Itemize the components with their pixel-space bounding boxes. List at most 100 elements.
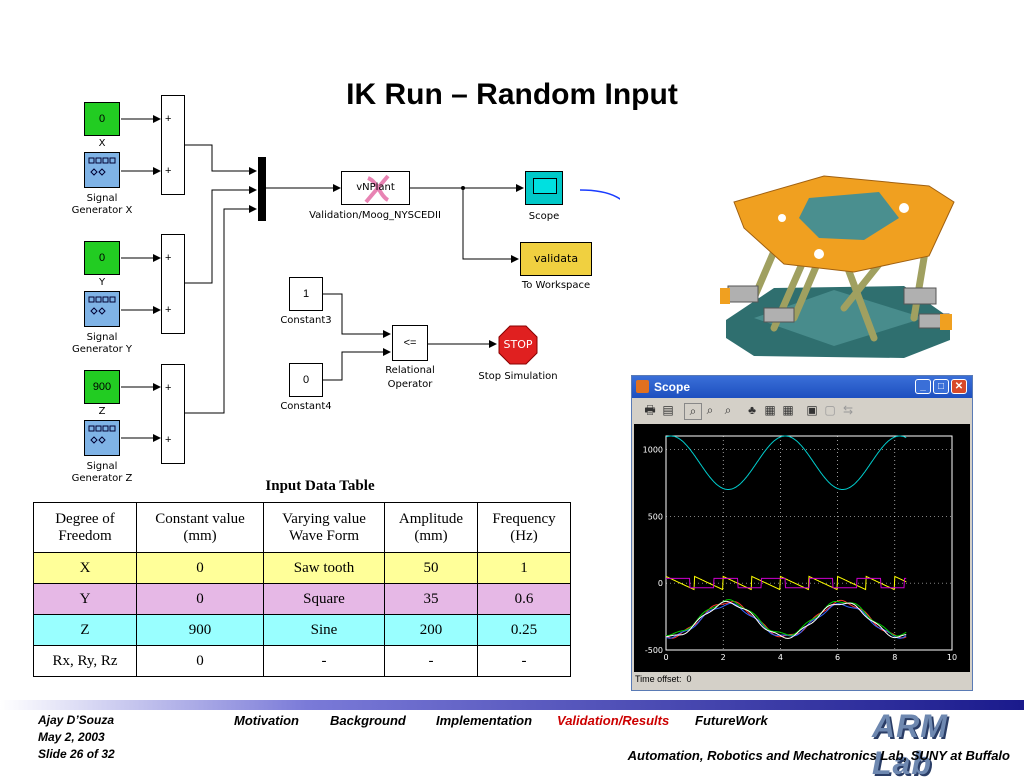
sum-x-block[interactable]: + + <box>161 95 185 195</box>
parameters-icon[interactable]: ▤ <box>662 403 674 417</box>
nav-futurework[interactable]: FutureWork <box>695 713 768 728</box>
series-line <box>665 575 907 591</box>
footer-date: May 2, 2003 <box>38 730 105 744</box>
scope-block[interactable] <box>525 171 563 205</box>
scope-titlebar[interactable]: Scope _ □ ✕ <box>632 376 972 398</box>
x-tick-label: 0 <box>663 653 668 662</box>
x-tick-label: 4 <box>778 653 783 662</box>
signal-generator-y-block[interactable] <box>84 291 120 327</box>
y-tick-label: 0 <box>658 579 663 588</box>
minimize-icon[interactable]: _ <box>915 379 931 394</box>
constant-z-block[interactable]: 900 <box>84 370 120 404</box>
to-workspace-label: To Workspace <box>521 280 591 291</box>
series-line <box>665 435 907 490</box>
stop-sign-icon <box>498 325 538 365</box>
zoom-icon[interactable]: ⌕ <box>684 403 702 420</box>
table-title: Input Data Table <box>265 478 375 494</box>
nav-implementation[interactable]: Implementation <box>436 713 533 728</box>
y-tick-label: 1000 <box>643 445 663 454</box>
to-workspace-block[interactable]: validata <box>520 242 592 276</box>
table-cell: 0 <box>136 583 264 615</box>
constant-y-label: Y <box>98 277 106 288</box>
constant3-label: Constant3 <box>280 315 332 326</box>
nav-validation-results[interactable]: Validation/Results <box>557 713 670 728</box>
sum-y-block[interactable]: + + <box>161 234 185 334</box>
constant4-block[interactable]: 0 <box>289 363 323 397</box>
constant-y-block[interactable]: 0 <box>84 241 120 275</box>
stop-block[interactable] <box>497 325 539 365</box>
table-cell: X <box>33 552 137 584</box>
signal-generator-y-label: Signal Generator Y <box>71 332 133 355</box>
constant4-label: Constant4 <box>280 401 332 412</box>
table-cell: 0 <box>136 552 264 584</box>
nav-background[interactable]: Background <box>330 713 406 728</box>
scope-window-title: Scope <box>654 380 691 394</box>
signal-selection-icon[interactable]: ⇆ <box>842 403 854 417</box>
series-line <box>665 600 907 639</box>
stop-simulation-label: Stop Simulation <box>478 371 558 382</box>
constant3-block[interactable]: 1 <box>289 277 323 311</box>
close-icon[interactable]: ✕ <box>951 379 967 394</box>
stop-text: STOP <box>503 338 533 351</box>
constant-x-block[interactable]: 0 <box>84 102 120 136</box>
autoscale-icon[interactable]: ♣ <box>748 403 756 417</box>
floating-scope-icon[interactable]: ▣ <box>806 403 818 417</box>
signal-generator-z-label: Signal Generator Z <box>71 461 133 484</box>
table-cell: 0 <box>136 645 264 677</box>
table-cell: 35 <box>384 583 478 615</box>
table-cell: - <box>263 645 385 677</box>
table-cell: 50 <box>384 552 478 584</box>
table-cell: - <box>384 645 478 677</box>
y-tick-label: -500 <box>645 646 663 655</box>
model-wires <box>121 115 620 442</box>
relational-operator-label-2: Operator <box>387 379 433 390</box>
nav-motivation[interactable]: Motivation <box>234 713 299 728</box>
table-header: Frequency(Hz) <box>477 502 571 553</box>
mux-block[interactable] <box>258 157 266 221</box>
table-cell: Square <box>263 583 385 615</box>
signal-generator-x-label: Signal Generator X <box>71 193 133 216</box>
zoom-x-icon[interactable]: ⌕ <box>706 403 714 417</box>
save-axes-icon[interactable]: ▦ <box>764 403 776 417</box>
sum-z-block[interactable]: + + <box>161 364 185 464</box>
slide-title: IK Run – Random Input <box>346 78 678 111</box>
maximize-icon[interactable]: □ <box>933 379 949 394</box>
constant-x-label: X <box>98 138 106 149</box>
table-cell: Z <box>33 614 137 646</box>
footer-author: Ajay D’Souza <box>38 713 115 727</box>
table-cell: Y <box>33 583 137 615</box>
table-cell: 0.25 <box>477 614 571 646</box>
matlab-icon <box>636 380 649 393</box>
constant-z-label: Z <box>98 406 106 417</box>
table-header: Constant value(mm) <box>136 502 264 553</box>
relational-operator-label-1: Relational <box>385 365 435 376</box>
zoom-y-icon[interactable]: ⌕ <box>724 403 732 417</box>
x-tick-label: 2 <box>721 653 726 662</box>
time-offset: Time offset: 0 <box>635 674 692 684</box>
x-tick-label: 8 <box>892 653 897 662</box>
lock-axes-icon[interactable]: ▢ <box>824 403 836 417</box>
table-cell: 900 <box>136 614 264 646</box>
relational-operator-block[interactable]: <= <box>392 325 428 361</box>
table-cell: Rx, Ry, Rz <box>33 645 137 677</box>
signal-generator-icon <box>88 425 116 444</box>
signal-generator-icon <box>88 296 116 315</box>
x-tick-label: 10 <box>947 653 957 662</box>
plot-frame <box>665 435 953 651</box>
signal-generator-z-block[interactable] <box>84 420 120 456</box>
vnplant-block[interactable]: vNPlant <box>341 171 410 205</box>
restore-axes-icon[interactable]: ▦ <box>782 403 794 417</box>
print-icon[interactable]: 🖶 <box>644 403 656 417</box>
signal-generator-x-block[interactable] <box>84 152 120 188</box>
scope-block-label: Scope <box>528 211 560 222</box>
validation-label: Validation/Moog_NYSCEDII <box>309 210 441 221</box>
table-cell: 1 <box>477 552 571 584</box>
